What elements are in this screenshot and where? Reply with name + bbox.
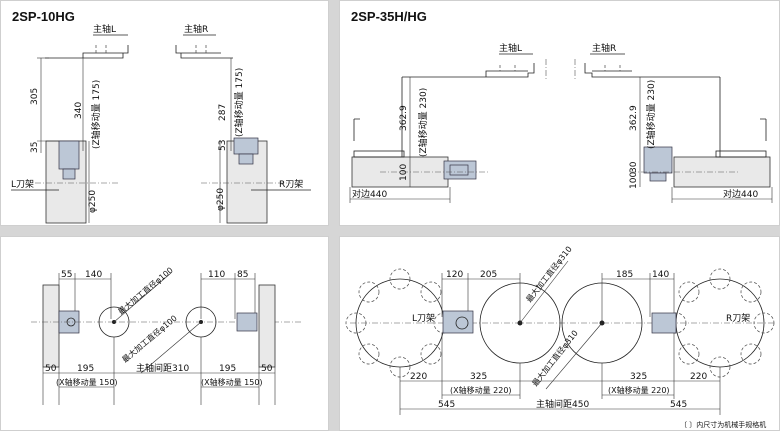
- spindle-r-label: 主轴R: [184, 23, 208, 35]
- dim-50-r: 50: [261, 364, 273, 374]
- dim-305: 305: [30, 88, 40, 105]
- z-travel-l: (Z轴移动量 175): [90, 80, 102, 149]
- panel-2sp-35h-top: 120 205 185 140 L刀架 最大加工直径φ310 最大加工直径φ: [339, 236, 780, 431]
- x-travel-l: (X轴移动量 150): [56, 377, 118, 387]
- across-flats-r: 对边440: [723, 188, 758, 200]
- panel-title: 2SP-35H/HG: [351, 9, 427, 24]
- footnote: 〔 〕内尺寸为机械手规格机: [680, 420, 766, 429]
- panel-2sp-10hg-side: 2SP-10HG 主轴L 主轴R 305 35 340 (Z轴移动量 175): [0, 0, 329, 226]
- r-tool-holder: [233, 137, 259, 155]
- l-tool-top: [442, 310, 474, 334]
- z-travel-l: (Z轴移动量 230): [417, 88, 429, 157]
- horizontal-gutter: [0, 226, 780, 236]
- z-travel-r: (Z轴移动量 175): [233, 68, 245, 137]
- dim-140: 140: [85, 270, 102, 280]
- side-view-drawing-10hg: 主轴L 主轴R 305 35 340 (Z轴移动量 175) φ250 L刀架: [11, 23, 311, 224]
- dim-325-l: 325: [470, 372, 487, 382]
- x-travel-l: (X轴移动量 220): [450, 385, 512, 395]
- r-turret-label: R刀架: [279, 179, 303, 190]
- dim-220-l: 220: [410, 372, 427, 382]
- spindle-distance: 主轴间距310: [136, 362, 189, 374]
- dim-35: 35: [30, 142, 40, 153]
- dim-205: 205: [480, 270, 497, 280]
- dim-325-r: 325: [630, 372, 647, 382]
- dim-195-l: 195: [77, 364, 94, 374]
- dim-362-l: 362.9: [399, 105, 409, 131]
- dim-85: 85: [237, 270, 248, 280]
- r-tool-top: [651, 312, 677, 334]
- panel-title: 2SP-10HG: [12, 9, 75, 24]
- dim-362-r: 362.9: [629, 105, 639, 131]
- across-flats-l: 对边440: [352, 188, 387, 200]
- dim-50-l: 50: [45, 364, 57, 374]
- dim-100-l: 100: [399, 164, 409, 181]
- dim-545-l: 545: [438, 400, 455, 410]
- dim-55: 55: [61, 270, 72, 280]
- dim-30-r: 30: [629, 161, 639, 173]
- l-tool-holder: [58, 140, 80, 170]
- dim-340: 340: [74, 102, 84, 119]
- z-travel-r: (Z轴移动量 230): [645, 80, 657, 149]
- dim-120: 120: [446, 270, 463, 280]
- spindle-distance: 主轴间距450: [536, 398, 589, 410]
- r-turret-top: [258, 284, 276, 368]
- dim-220-r: 220: [690, 372, 707, 382]
- vertical-gutter: [329, 0, 339, 431]
- dim-53: 53: [218, 140, 228, 151]
- dim-545-r: 545: [670, 400, 687, 410]
- r-tool-holder: [643, 146, 673, 174]
- dim-110: 110: [208, 270, 225, 280]
- r-tool-top: [236, 312, 258, 332]
- x-travel-r: (X轴移动量 220): [608, 385, 670, 395]
- r-turret-label: R刀架: [726, 313, 750, 324]
- panel-2sp-35h-side: 2SP-35H/HG 主轴L 主轴R 362.9 (Z轴移动量 230) 100…: [339, 0, 780, 226]
- phi250-r: φ250: [216, 188, 226, 211]
- side-view-drawing-35h: 主轴L 主轴R 362.9 (Z轴移动量 230) 100 对边440: [349, 42, 773, 203]
- spindle-l-label: 主轴L: [93, 23, 116, 35]
- spindle-l-label: 主轴L: [499, 42, 522, 54]
- l-turret-top: [42, 284, 60, 368]
- dim-100-r: 100: [629, 172, 639, 189]
- panel-2sp-10hg-top: 55 140 110 85 最大加工直径φ100 最大加工直径φ100 50: [0, 236, 329, 431]
- top-view-drawing-10hg: 55 140 110 85 最大加工直径φ100 最大加工直径φ100 50: [31, 265, 301, 405]
- max-dia-1: 最大加工直径φ100: [116, 265, 175, 317]
- dim-185: 185: [616, 270, 633, 280]
- x-travel-r: (X轴移动量 150): [201, 377, 263, 387]
- dim-195-r: 195: [219, 364, 236, 374]
- top-view-drawing-35h: 120 205 185 140 L刀架 最大加工直径φ310 最大加工直径φ: [345, 244, 775, 429]
- dim-140: 140: [652, 270, 669, 280]
- l-turret-label: L刀架: [412, 313, 435, 324]
- l-turret-label: L刀架: [11, 179, 34, 190]
- spindle-r-label: 主轴R: [592, 42, 616, 54]
- dim-287: 287: [218, 104, 228, 121]
- phi250-l: φ250: [88, 190, 98, 213]
